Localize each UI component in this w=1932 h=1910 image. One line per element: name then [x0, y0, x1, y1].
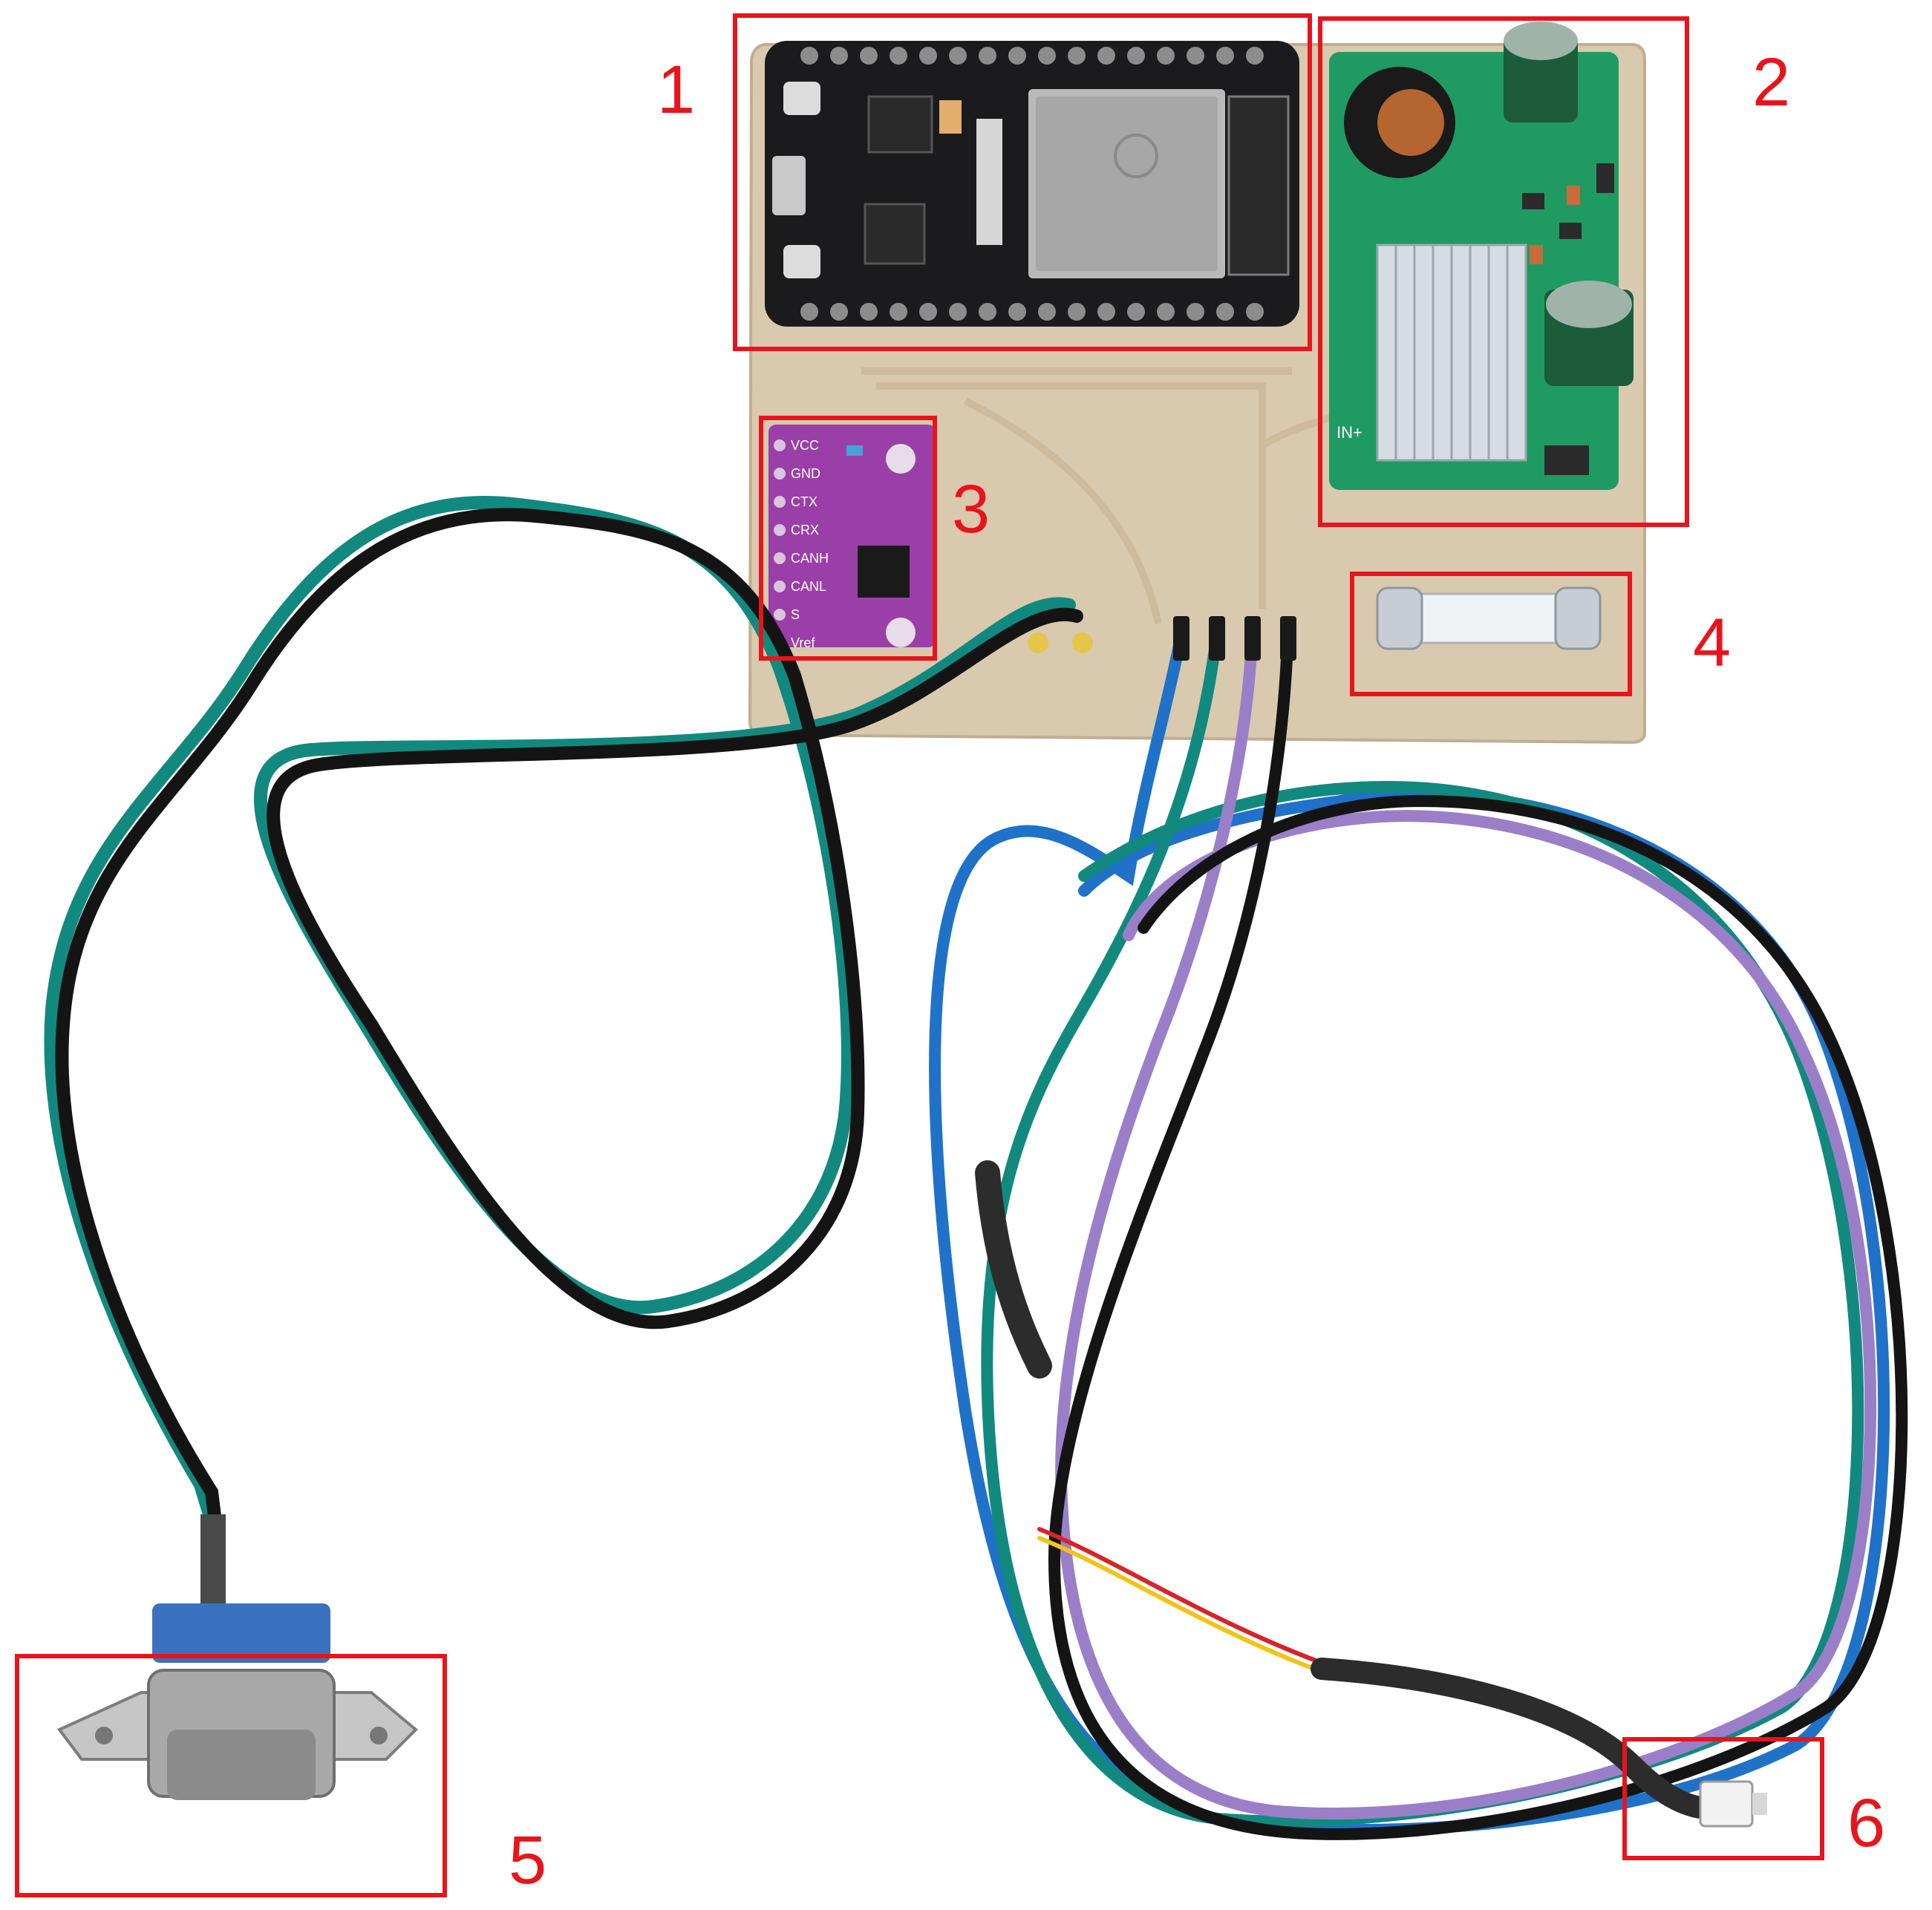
pin-label-gnd: GND: [791, 466, 820, 481]
pin-label-s: S: [791, 607, 800, 622]
callout-box-5: [15, 1654, 447, 1897]
input-label: IN+: [1337, 423, 1362, 442]
callout-box-2: [1318, 16, 1689, 527]
pin-label-vref: Vref: [791, 635, 815, 650]
callout-number-5: 5: [509, 1822, 547, 1898]
callout-number-6: 6: [1847, 1785, 1886, 1861]
capacitor-bottom: [1544, 281, 1634, 386]
small-plug-connector: [1699, 1780, 1767, 1828]
can-transceiver-module: VCC GND CTX CRX CANH CANL S Vref: [768, 425, 936, 650]
callout-number-1: 1: [657, 52, 696, 128]
capacitor-top: [1504, 22, 1578, 122]
callout-number-3: 3: [952, 471, 991, 547]
power-regulator-module: IN+: [1329, 22, 1634, 490]
callout-number-2: 2: [1752, 45, 1791, 120]
header-pins-bottom: [800, 303, 1264, 321]
wire-black-a: [55, 508, 1083, 1528]
pin-label-vcc: VCC: [791, 438, 819, 453]
glass-fuse: [1376, 586, 1602, 650]
pin-label-canh: CANH: [791, 551, 829, 566]
pin-label-crx: CRX: [791, 523, 819, 537]
pin-label-canl: CANL: [791, 579, 826, 594]
callout-number-4: 4: [1693, 605, 1732, 681]
twisted-pair-cable: [44, 496, 1083, 1528]
four-wire-loop: [929, 632, 1908, 1840]
microcontroller-board: [765, 41, 1299, 327]
db9-connector: [56, 1514, 418, 1800]
callout-box-4: [1350, 572, 1632, 696]
header-pins-top: [800, 47, 1264, 65]
heat-shrink-upper: [975, 1160, 1052, 1378]
wire-purple: [1055, 632, 1877, 1820]
wire-black: [1048, 632, 1908, 1840]
solder-pads: [1028, 632, 1093, 653]
callout-box-3: [759, 416, 937, 661]
callout-box-1: [733, 13, 1312, 351]
sensor-lead: [1037, 1527, 1711, 1819]
wire-header: [1173, 616, 1296, 661]
pin-label-ctx: CTX: [791, 494, 817, 509]
callout-box-6: [1622, 1737, 1824, 1860]
wire-teal-a: [44, 496, 1076, 1528]
heatsink: [1376, 243, 1527, 462]
